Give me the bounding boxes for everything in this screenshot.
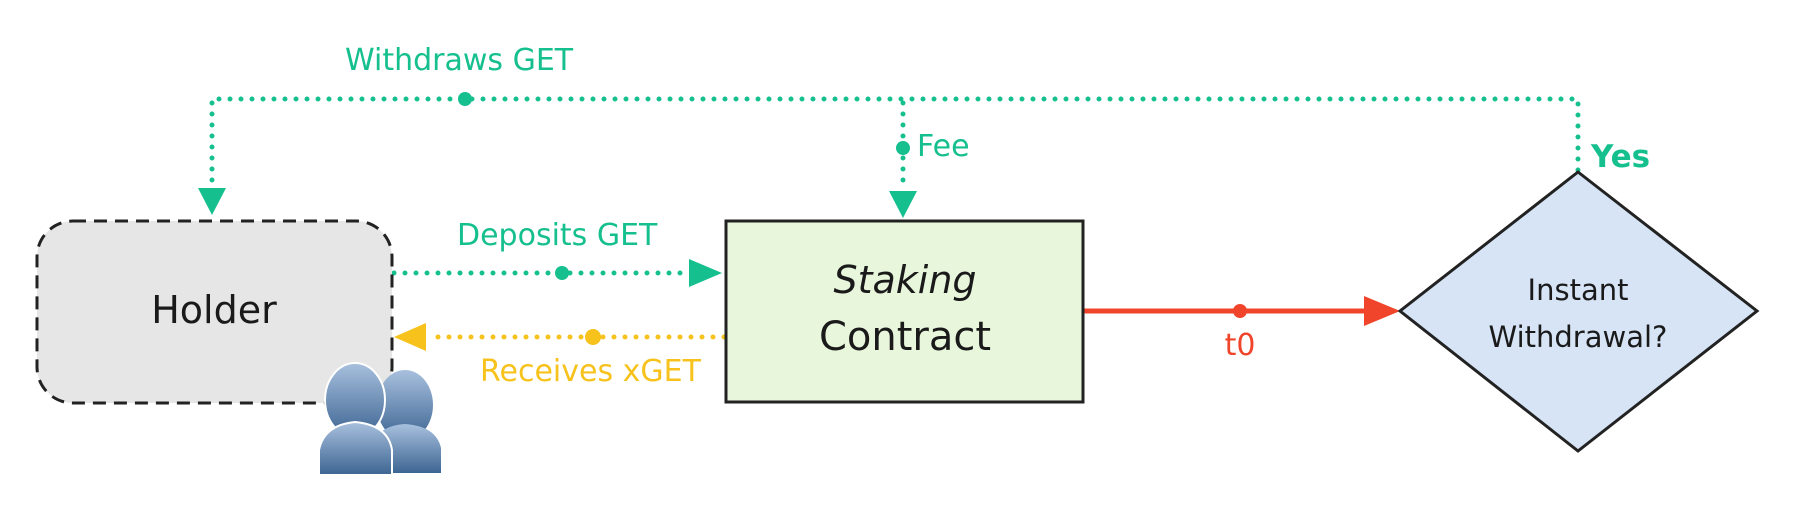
fee-arrowhead	[889, 191, 917, 218]
fee-edge: Fee	[889, 100, 970, 218]
withdraws-edge: Withdraws GET	[198, 43, 1581, 215]
t0-arrowhead	[1364, 296, 1400, 326]
yes-label: Yes	[1590, 139, 1650, 175]
withdraws-midpoint	[458, 92, 472, 106]
contract-label: Contract	[819, 314, 991, 360]
decision-diamond	[1397, 170, 1760, 453]
fee-midpoint	[896, 141, 910, 155]
decision-label-line2: Withdrawal?	[1489, 320, 1668, 354]
t0-midpoint	[1233, 304, 1247, 318]
receives-arrowhead	[394, 323, 426, 351]
staking-label: Staking	[833, 258, 976, 302]
holder-box	[35, 219, 394, 405]
users-icon	[318, 362, 441, 476]
receives-edge: Receives xGET	[394, 323, 727, 389]
withdraws-label: Withdraws GET	[345, 43, 574, 78]
staking-contract-node: Staking Contract	[724, 219, 1085, 404]
fee-label: Fee	[917, 129, 970, 164]
deposits-edge: Deposits GET	[391, 218, 722, 287]
decision-label-line1: Instant	[1528, 273, 1629, 307]
instant-withdrawal-decision: Instant Withdrawal?	[1397, 170, 1760, 453]
t0-edge: t0	[1084, 296, 1400, 363]
deposits-label: Deposits GET	[457, 218, 658, 253]
holder-label: Holder	[151, 288, 277, 332]
receives-label: Receives xGET	[480, 354, 702, 389]
withdraws-path	[209, 96, 1581, 199]
t0-label: t0	[1225, 328, 1256, 363]
deposits-arrowhead	[689, 259, 722, 287]
receives-midpoint	[585, 329, 601, 345]
staking-contract-box	[724, 219, 1085, 404]
holder-node: Holder	[35, 219, 394, 405]
withdraws-arrowhead	[198, 188, 226, 215]
deposits-midpoint	[555, 266, 569, 280]
